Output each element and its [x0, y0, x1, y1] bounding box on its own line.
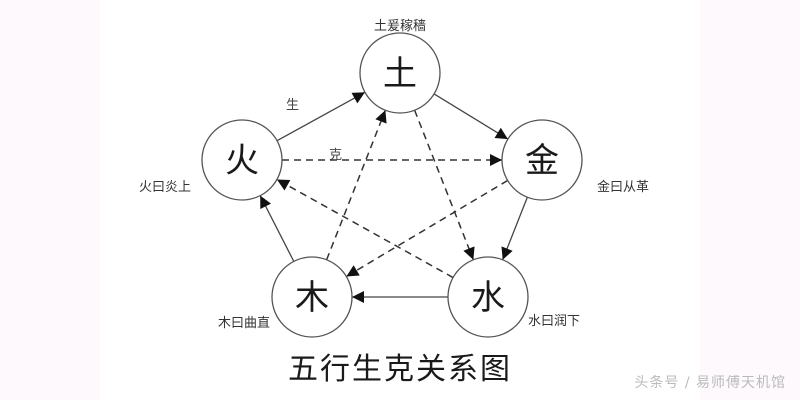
diagram-title: 五行生克关系图: [288, 352, 512, 387]
overcoming-edges: [276, 109, 509, 279]
node-char-earth: 土: [383, 54, 417, 94]
node-char-wood: 木: [295, 278, 329, 318]
node-char-metal: 金: [525, 141, 559, 181]
node-char-water: 水: [471, 278, 505, 318]
sheng-label: 生: [286, 98, 299, 113]
node-char-fire: 火: [225, 141, 259, 181]
overcoming-edge-earth-to-water: [413, 109, 475, 261]
generating-edge-wood-to-fire: [259, 195, 295, 262]
ke-label: 克: [329, 148, 342, 163]
generating-edge-fire-to-earth: [276, 91, 366, 142]
node-desc-metal: 金曰从革: [597, 179, 649, 195]
node-desc-wood: 木曰曲直: [218, 316, 270, 331]
node-circle-water: [447, 256, 529, 338]
node-desc-earth: 土爰稼穑: [374, 19, 426, 34]
node-circle-fire: [201, 119, 283, 201]
node-circle-metal: [501, 119, 583, 201]
node-desc-water: 水曰润下: [528, 314, 580, 329]
overcoming-edge-metal-to-wood: [345, 179, 509, 278]
node-desc-fire: 火曰炎上: [139, 180, 191, 195]
generating-edge-metal-to-water: [501, 196, 528, 261]
generating-edges: [259, 91, 528, 303]
watermark: 头条号 / 易师傅天机馆: [634, 375, 786, 391]
node-circle-wood: [271, 256, 353, 338]
overcoming-edge-wood-to-earth: [325, 109, 387, 261]
diagram-canvas: 土 土爰稼穑金金曰从革水水曰润下 木木曰曲直 火火曰炎上 生 克 五行生克关系图: [100, 0, 700, 400]
overcoming-edge-water-to-fire: [276, 178, 454, 279]
node-circle-earth: [359, 32, 441, 114]
generating-edge-earth-to-metal: [433, 93, 509, 140]
